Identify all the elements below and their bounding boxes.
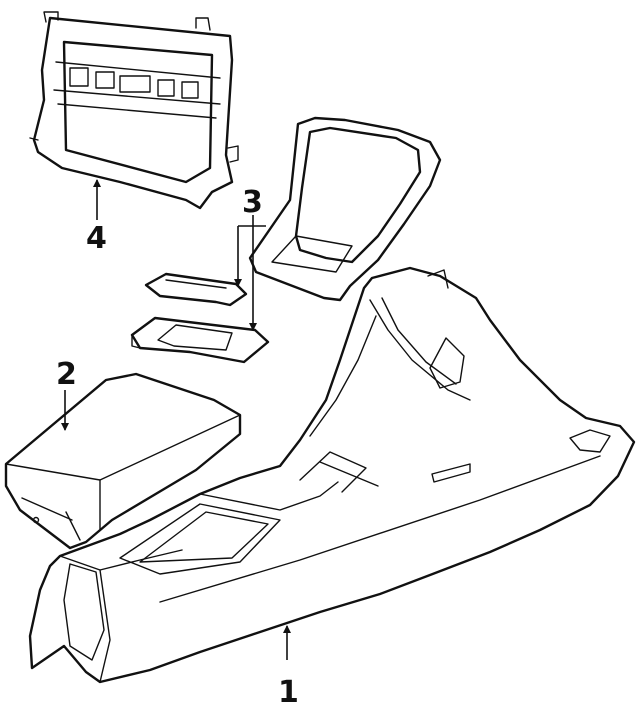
callout-2: 2 bbox=[56, 357, 77, 392]
cup-holder-base-part bbox=[130, 316, 270, 364]
center-console-part bbox=[28, 266, 636, 684]
callout-3: 3 bbox=[242, 185, 263, 220]
callout-leaders bbox=[61, 179, 291, 660]
shifter-bezel-part bbox=[248, 116, 442, 302]
trim-bezel-part bbox=[29, 11, 239, 210]
callout-1: 1 bbox=[278, 675, 299, 710]
cup-holder-lid-part bbox=[144, 272, 248, 307]
callout-4: 4 bbox=[86, 221, 107, 256]
